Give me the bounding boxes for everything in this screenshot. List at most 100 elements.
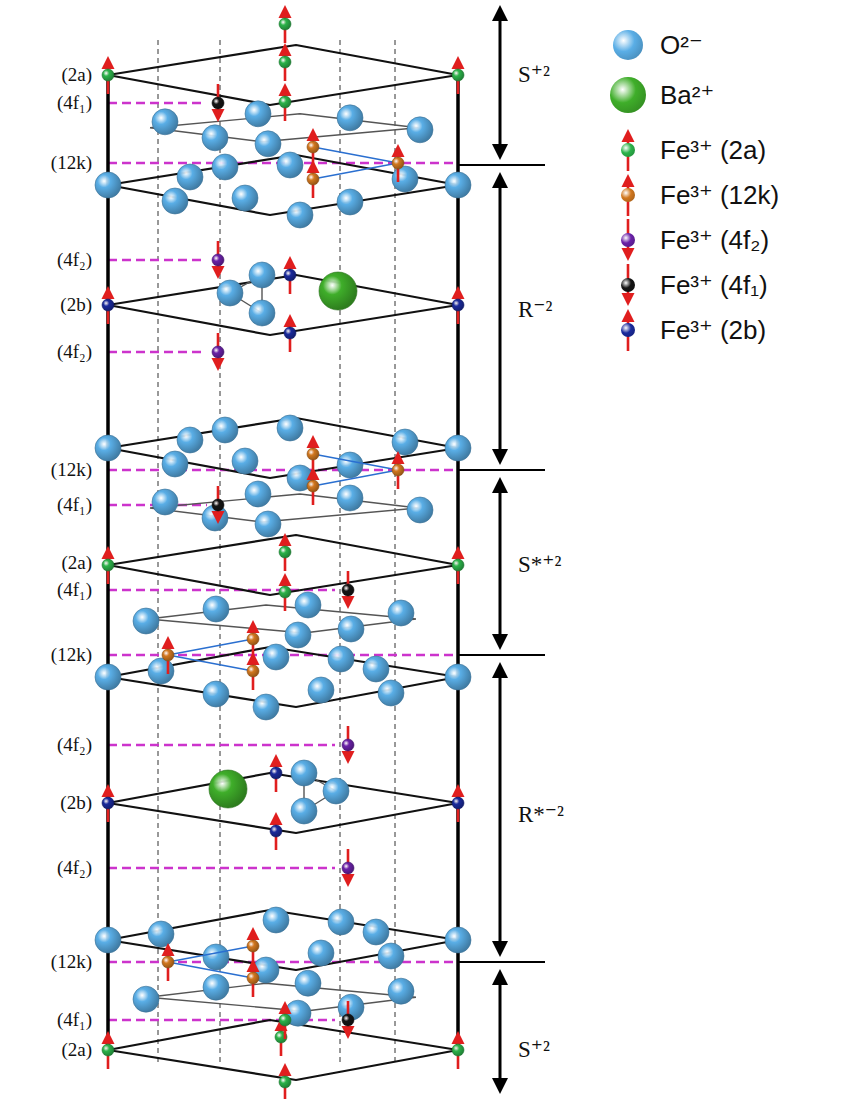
atom [392,429,418,455]
site-label: (2a) [61,64,92,85]
atom [102,797,114,809]
spin-arrowhead [279,1001,292,1014]
atom [279,1014,291,1026]
block-label: S⁺² [518,62,550,87]
atom [279,1076,291,1088]
spin-arrowhead [212,109,225,122]
atom [452,69,464,81]
spin-arrowhead [342,751,355,764]
spin-arrowhead [247,927,260,940]
atom [270,825,282,837]
atom [308,940,334,966]
atom [247,665,259,677]
label-holder: (2b) [60,793,92,814]
atom [203,944,229,970]
spin-arrowhead [279,533,292,546]
atom [287,202,313,228]
level-line [108,102,205,105]
atom [295,592,321,618]
atom [102,69,114,81]
atom [95,435,121,461]
block-divider [458,961,545,963]
atom [407,497,433,523]
block-label: R⁻² [518,297,552,322]
atom [279,546,291,558]
block-label: R*⁻² [518,802,564,827]
label-holder: (2a) [61,553,92,574]
spin-arrowhead [212,266,225,279]
lattice-plane [108,275,458,335]
atom [133,608,159,634]
spin-arrowhead [162,636,175,649]
atom [342,1014,354,1026]
atom [152,489,178,515]
atom [177,427,203,453]
atom [277,152,303,178]
bond-triangle [168,946,253,978]
atom [102,559,114,571]
label-holder: (12k) [51,645,92,666]
label-holder: (4f₁) [57,495,92,516]
atom [452,1044,464,1056]
label-holder: (4f₂) [57,858,92,879]
spin-arrowhead [307,160,320,173]
atom [291,760,317,786]
atom [392,157,404,169]
spin-arrowhead [452,784,465,797]
block-label: S*⁺² [518,552,561,577]
atom [284,269,296,281]
legend-swatch [621,278,635,292]
block-divider [458,469,545,471]
block-span [499,186,502,451]
block-arrowhead [492,1078,508,1094]
block-arrowhead [492,144,508,160]
atom [102,299,114,311]
spin-arrowhead [284,314,297,327]
legend-row: Fe³⁺ (4f₂) [660,226,769,255]
atom [279,18,291,30]
atom [307,448,319,460]
level-line [108,259,205,262]
spin-arrowhead [247,620,260,633]
legend-arrows [622,129,635,351]
spin-arrowhead [247,959,260,972]
atom [249,262,275,288]
spin-arrowhead [270,754,283,767]
label-holder: (4f₁) [57,93,92,114]
lattice-planes [108,45,458,1080]
spin-arrowhead [279,573,292,586]
atom [212,154,238,180]
legend-row: O²⁻ [660,31,703,60]
atom [212,254,224,266]
spin-arrowhead [622,174,635,187]
atom [203,596,229,622]
level-line [108,469,458,472]
atom [452,559,464,571]
atom [279,56,291,68]
atom [291,798,317,824]
legend-row: Fe³⁺ (2b) [660,316,766,345]
site-label: (4f₁) [57,92,92,113]
block-span [499,491,502,636]
block-divider [458,164,545,166]
atom [452,299,464,311]
label-holder: R⁻² [518,297,552,322]
atom [245,481,271,507]
atom [319,272,357,310]
legend-swatch [621,188,635,202]
spin-arrowhead [279,83,292,96]
label-holder: (4f₂) [57,735,92,756]
atom [247,940,259,952]
spin-arrowhead [307,128,320,141]
spin-arrowhead [102,286,115,299]
label-holder: (12k) [51,460,92,481]
legend-text: Fe³⁺ (4f₁) [660,270,768,300]
label-holder: (2b) [60,295,92,316]
atom [452,797,464,809]
atom [338,616,364,642]
atom [245,101,271,127]
atom [407,117,433,143]
atom [445,664,471,690]
atom [388,978,414,1004]
bond-triangle [313,147,398,179]
